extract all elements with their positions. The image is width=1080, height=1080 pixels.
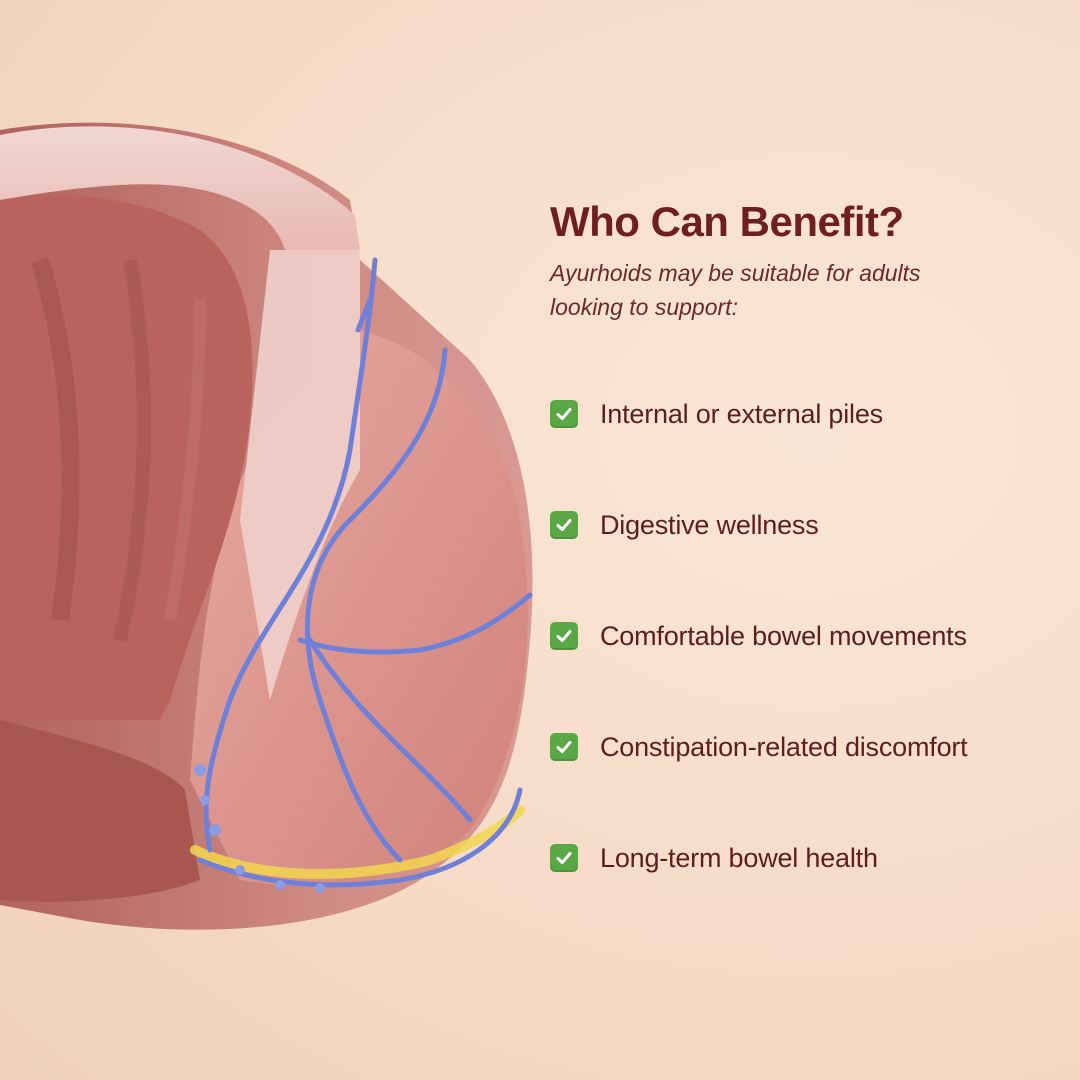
list-item: Internal or external piles: [550, 394, 967, 434]
benefits-list: Internal or external piles Digestive wel…: [550, 394, 968, 949]
benefit-label: Digestive wellness: [600, 509, 819, 540]
anatomy-illustration: [0, 0, 560, 960]
check-mark-icon: [550, 622, 578, 650]
check-mark-icon: [550, 844, 578, 872]
rectum-cross-section-image: [0, 122, 533, 930]
benefit-label: Long-term bowel health: [600, 842, 878, 873]
page-subtitle: Ayurhoids may be suitable for adults loo…: [550, 260, 921, 320]
list-item: Digestive wellness: [550, 505, 967, 545]
check-mark-icon: [550, 733, 578, 761]
check-mark-icon: [550, 400, 578, 428]
list-item: Long-term bowel health: [550, 838, 967, 878]
check-mark-icon: [550, 511, 578, 539]
benefits-panel: Who Can Benefit? Ayurhoids may be suitab…: [550, 196, 1075, 873]
benefit-label: Internal or external piles: [600, 398, 883, 429]
page-title: Who Can Benefit?: [550, 198, 904, 245]
list-item: Constipation-related discomfort: [550, 727, 968, 767]
list-item: Comfortable bowel movements: [550, 616, 967, 656]
benefit-label: Comfortable bowel movements: [600, 620, 967, 651]
benefit-label: Constipation-related discomfort: [600, 731, 968, 762]
